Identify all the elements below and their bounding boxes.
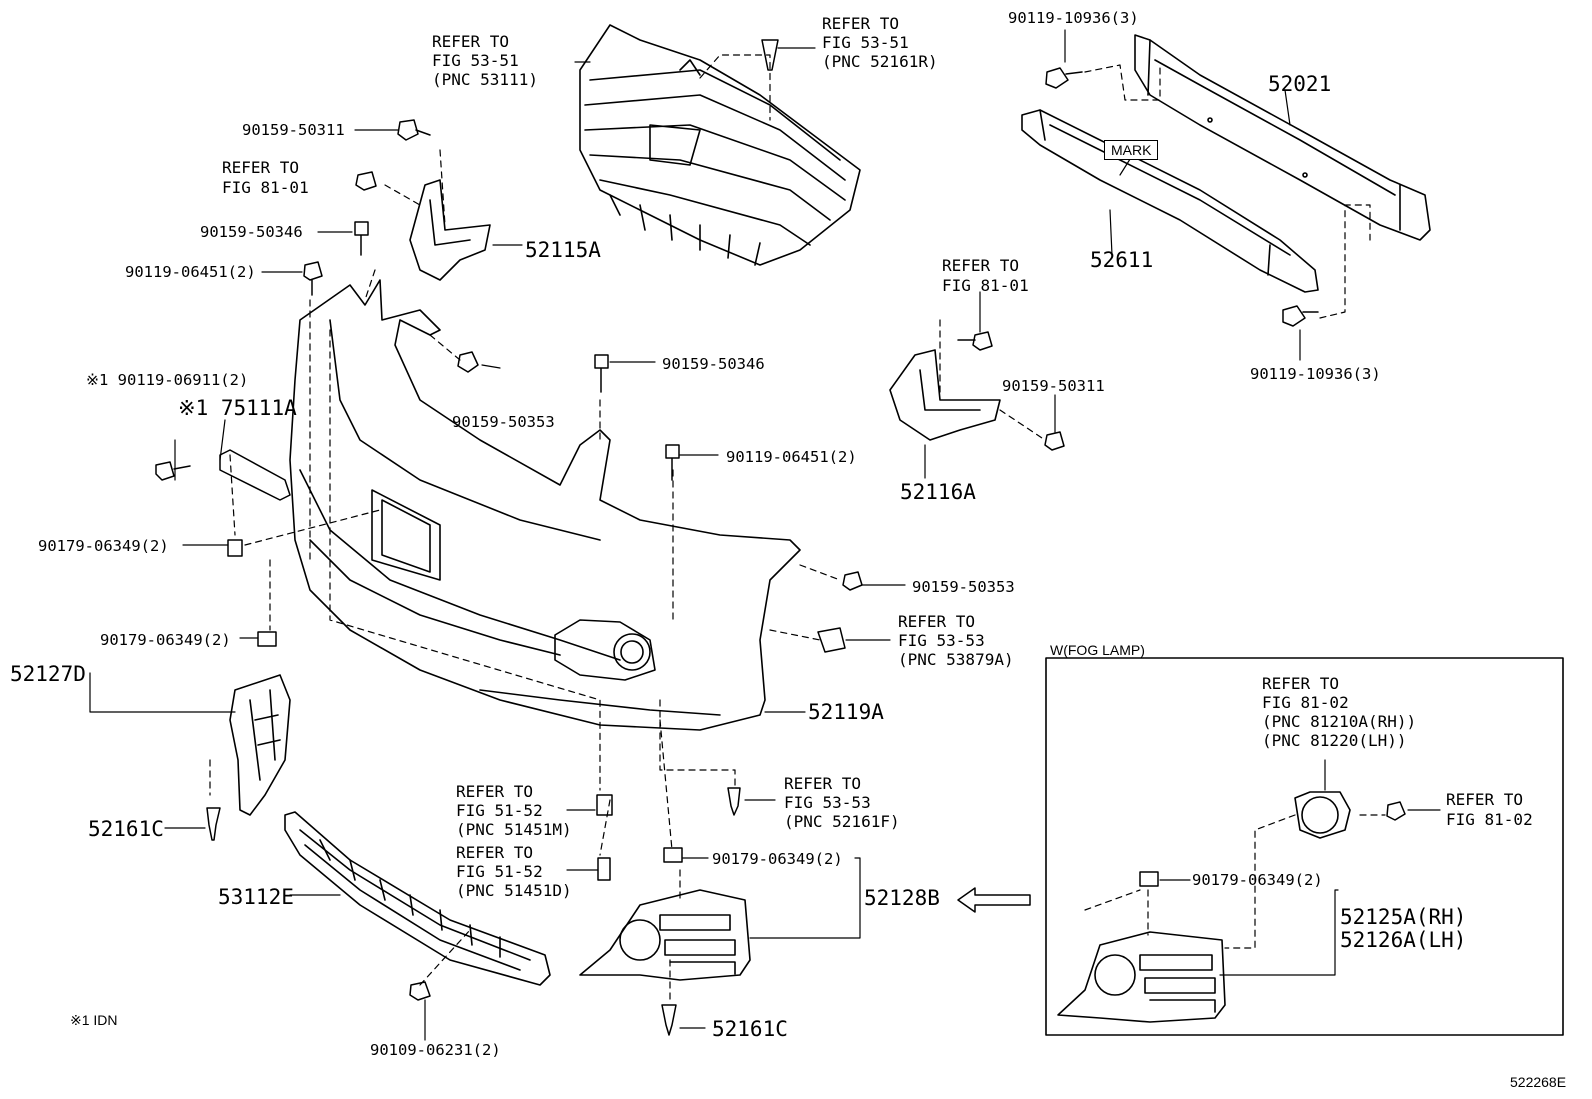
ref-fig-51-52-m-line3: (PNC 51451M)	[456, 820, 572, 839]
ref-fig-51-52-d-line3: (PNC 51451D)	[456, 881, 572, 900]
fog-cover-lh-label: 52126A(LH)	[1340, 928, 1467, 952]
ref-fig-53-51-clip-line1: REFER TO	[822, 14, 900, 33]
nut-06349-cover-label: 90179-06349(2)	[100, 631, 231, 649]
nut-06349-lower-label: 90179-06349(2)	[712, 850, 843, 868]
cover-lh-label: 52127D	[10, 662, 86, 686]
clip-left-label: 52161C	[88, 817, 164, 841]
fog-box-title: W(FOG LAMP)	[1050, 642, 1145, 658]
ref-fig-53-53-52161f-line1: REFER TO	[784, 774, 862, 793]
ref-fig-81-02-lamp-line2: FIG 81-02	[1262, 693, 1349, 712]
screw-50311-right-label: 90159-50311	[1002, 377, 1105, 395]
ref-fig-81-02-lamp-line1: REFER TO	[1262, 674, 1340, 693]
ref-fig-53-51-clip-line2: FIG 53-51	[822, 33, 909, 52]
ref-fig-81-02-lamp-line4: (PNC 81220(LH))	[1262, 731, 1407, 750]
fog-lamp-box	[1045, 657, 1564, 1036]
reinforcement-label: 52021	[1268, 72, 1332, 96]
ref-fig-81-02-screw-line1: REFER TO	[1446, 790, 1524, 809]
lower-grille-drawing	[284, 811, 551, 986]
ref-fig-51-52-m-line2: FIG 51-52	[456, 801, 543, 820]
illustration-number: 522268E	[1510, 1074, 1567, 1090]
cover-lh-drawing	[229, 674, 291, 816]
plate-bracket-drawing	[219, 449, 291, 501]
cover-rh-label: 52128B	[864, 886, 940, 910]
bumper-cover-label: 52119A	[808, 700, 884, 724]
bracket-lh-drawing	[409, 179, 491, 281]
ref-fig-53-53-53879-line1: REFER TO	[898, 612, 976, 631]
ref-fig-53-53-53879-line2: FIG 53-53	[898, 631, 985, 650]
bolt-06911-label: ※1 90119-06911(2)	[86, 371, 249, 389]
absorber-drawing	[1021, 109, 1319, 293]
nut-06349-fog-label: 90179-06349(2)	[1192, 871, 1323, 889]
ref-fig-81-01-left-line1: REFER TO	[222, 158, 300, 177]
fog-cover-rh-label: 52125A(RH)	[1340, 905, 1467, 929]
ref-fig-81-01-left-line2: FIG 81-01	[222, 178, 309, 197]
bracket-rh-drawing	[889, 349, 1001, 441]
cover-rh-drawing	[579, 889, 751, 981]
bolt-top-left-label: 90119-10936(3)	[1008, 9, 1139, 27]
ref-fig-53-51-clip-line3: (PNC 52161R)	[822, 52, 938, 71]
ref-fig-53-53-52161f-line2: FIG 53-53	[784, 793, 871, 812]
ref-fig-81-01-right-line1: REFER TO	[942, 256, 1020, 275]
lower-grille-label: 53112E	[218, 885, 294, 909]
ref-fig-53-51-grille-line3: (PNC 53111)	[432, 70, 538, 89]
bolt-06451-left-label: 90119-06451(2)	[125, 263, 256, 281]
ref-fig-51-52-d-line2: FIG 51-52	[456, 862, 543, 881]
screw-06231-label: 90109-06231(2)	[370, 1041, 501, 1059]
footnote-label: ※1 IDN	[70, 1012, 118, 1028]
screw-50346-center-label: 90159-50346	[662, 355, 765, 373]
mark-label: MARK	[1104, 140, 1159, 160]
ref-fig-51-52-d-line1: REFER TO	[456, 843, 534, 862]
upper-grille-drawing	[579, 24, 861, 266]
ref-fig-81-02-lamp-line3: (PNC 81210A(RH))	[1262, 712, 1417, 731]
bolt-06451-center-label: 90119-06451(2)	[726, 448, 857, 466]
ref-fig-53-51-grille-line1: REFER TO	[432, 32, 510, 51]
view-arrow	[957, 887, 1031, 913]
fog-cover-drawing	[1057, 931, 1226, 1023]
bracket-rh-label: 52116A	[900, 480, 976, 504]
ref-fig-53-53-52161f-line3: (PNC 52161F)	[784, 812, 900, 831]
ref-fig-51-52-m-line1: REFER TO	[456, 782, 534, 801]
bumper-cover-drawing	[289, 279, 801, 731]
bolt-bottom-right-label: 90119-10936(3)	[1250, 365, 1381, 383]
bracket-lh-label: 52115A	[525, 238, 601, 262]
absorber-label: 52611	[1090, 248, 1154, 272]
ref-fig-81-02-screw-line2: FIG 81-02	[1446, 810, 1533, 829]
plate-bracket-label: ※1 75111A	[178, 396, 297, 420]
screw-50353-right-label: 90159-50353	[912, 578, 1015, 596]
fog-lamp-drawing	[1294, 791, 1351, 839]
screw-50346-left-label: 90159-50346	[200, 223, 303, 241]
ref-fig-53-53-53879-line3: (PNC 53879A)	[898, 650, 1014, 669]
screw-50353-top-label: 90159-50353	[452, 413, 555, 431]
ref-fig-53-51-grille-line2: FIG 53-51	[432, 51, 519, 70]
screw-50311-left-label: 90159-50311	[242, 121, 345, 139]
ref-fig-81-01-right-line2: FIG 81-01	[942, 276, 1029, 295]
clip-bottom-label: 52161C	[712, 1017, 788, 1041]
reinforcement-drawing	[1134, 34, 1431, 241]
nut-06349-left-label: 90179-06349(2)	[38, 537, 169, 555]
